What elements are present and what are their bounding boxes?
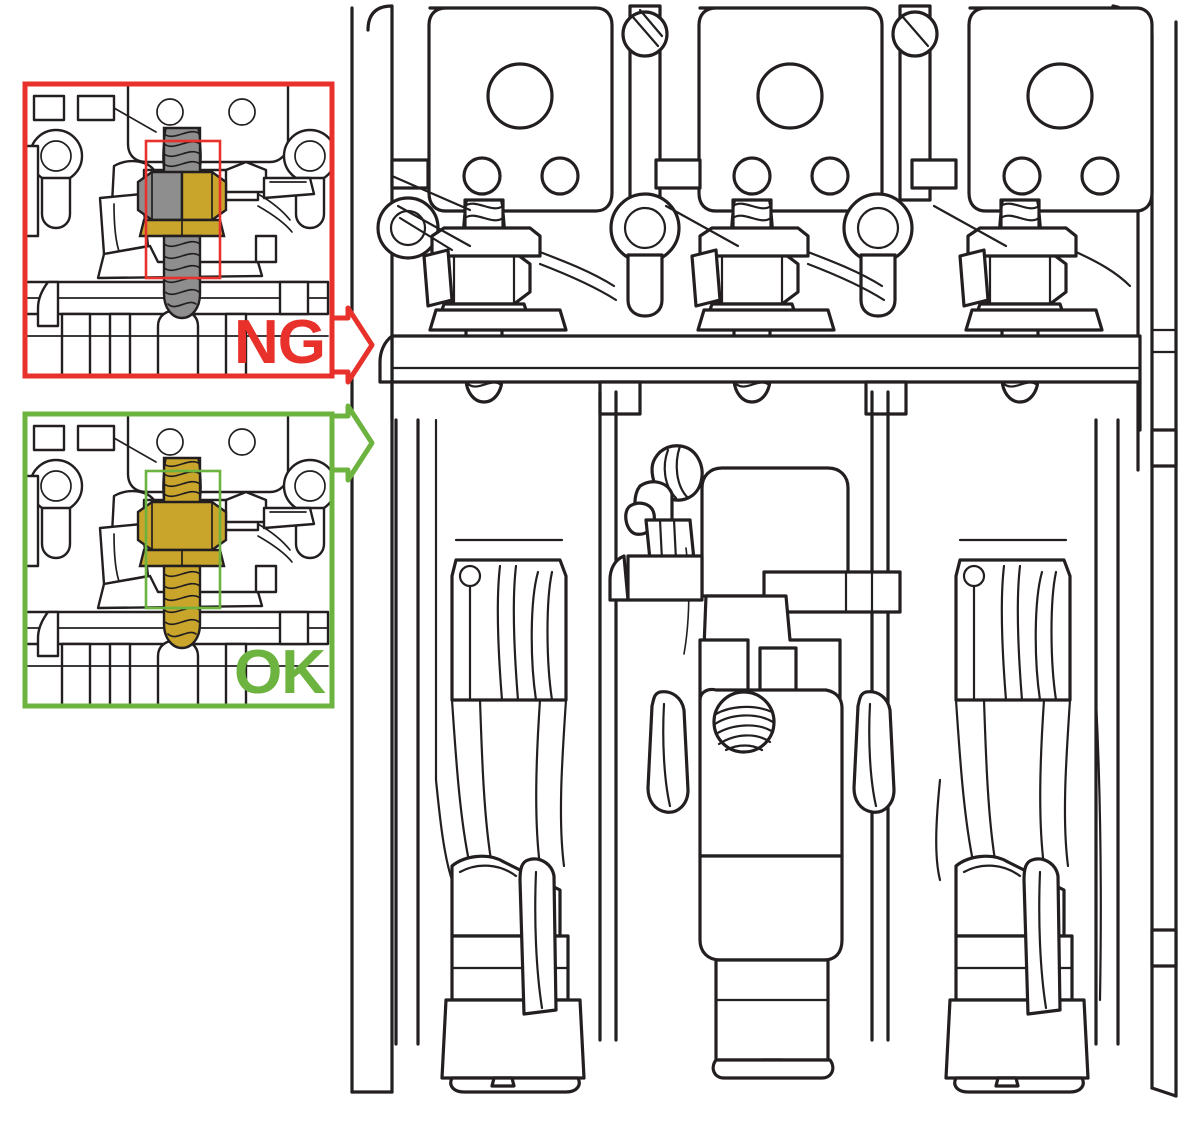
ng-label: NG bbox=[234, 308, 325, 377]
clamp-yoke-1 bbox=[396, 204, 618, 332]
ok-label: OK bbox=[234, 638, 326, 707]
contact-arm-right bbox=[944, 854, 1090, 1094]
ok-pointer-arrow-icon bbox=[329, 403, 375, 483]
ok-inner-highlight bbox=[144, 469, 222, 610]
ng-frame bbox=[22, 81, 335, 379]
pole-divider-2 bbox=[842, 4, 939, 318]
arc-chute-left bbox=[450, 558, 568, 868]
ok-frame bbox=[22, 411, 335, 709]
ng-inner-highlight bbox=[144, 139, 222, 280]
contact-arm-left bbox=[440, 854, 586, 1094]
clamp-yoke-2 bbox=[664, 204, 886, 332]
pole-divider-1 bbox=[609, 4, 681, 318]
arc-chute-right bbox=[954, 558, 1072, 868]
clamp-yoke-3 bbox=[932, 204, 1132, 332]
ng-pointer-arrow-icon bbox=[329, 305, 375, 385]
center-mechanism bbox=[608, 444, 902, 1062]
panel-ok bbox=[22, 403, 375, 709]
panel-ng bbox=[22, 81, 375, 385]
